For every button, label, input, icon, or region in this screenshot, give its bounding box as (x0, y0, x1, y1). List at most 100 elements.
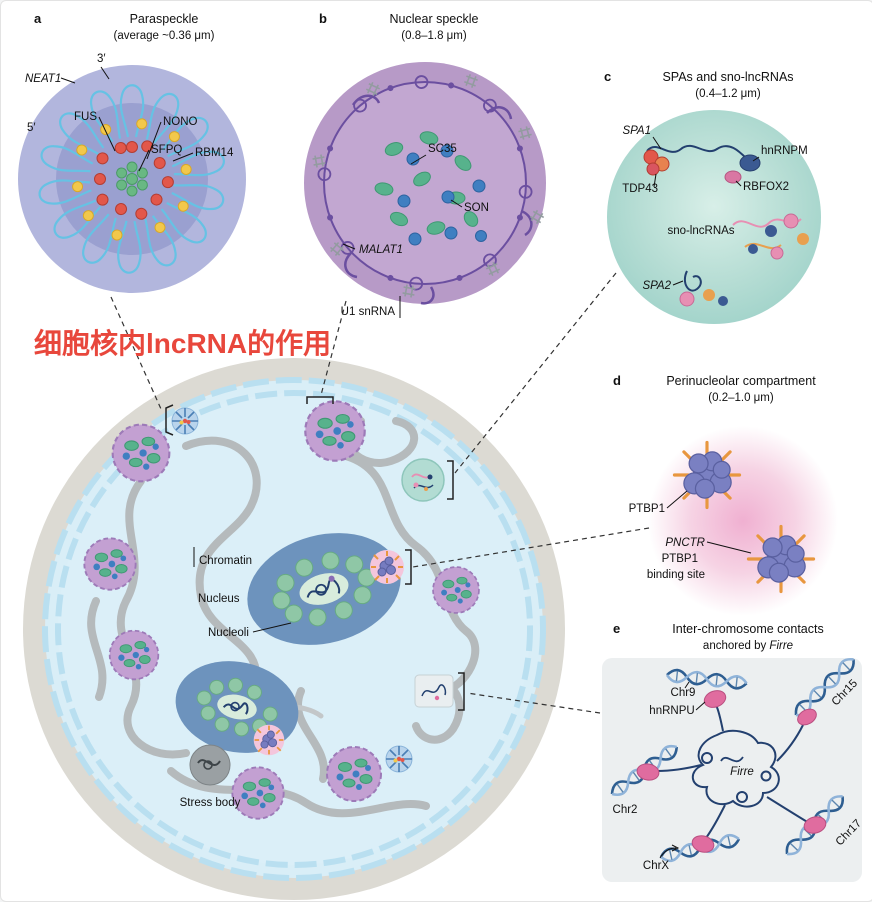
dashed-connectors (110, 272, 650, 714)
hnrnpm-label: hnRNPM (761, 145, 808, 157)
neat1-leader (60, 77, 76, 84)
mini-nuclear-speckle-6 (231, 766, 285, 820)
chr2-label: Chr2 (613, 804, 638, 816)
hnrnpu-label: hnRNPU (649, 705, 694, 717)
sc35-beans (374, 131, 479, 235)
spa2-leader (672, 280, 684, 286)
tdp43-blobs (643, 149, 670, 176)
u1-snrna-label: U1 snRNA (341, 306, 396, 318)
neat1-label: NEAT1 (25, 73, 61, 85)
panel-e-title: Inter-chromosome contacts (672, 622, 823, 636)
son-dots (397, 144, 487, 246)
connector-d (412, 527, 650, 568)
bracket-contact (458, 672, 465, 711)
mini-paraspeckle-2 (385, 745, 413, 773)
hnrnpu-leader (695, 701, 706, 711)
mini-pnc-2 (252, 723, 286, 757)
rbm14-leader (172, 152, 194, 162)
fus-leader (98, 116, 116, 152)
chromatin-strands (87, 417, 480, 818)
chr9-leader (684, 681, 690, 689)
mini-nuclear-speckle-7 (432, 566, 480, 614)
bracket-paraspeckle (165, 404, 174, 436)
rbm14-dots (72, 118, 192, 241)
mini-nuclear-speckle-1 (111, 423, 171, 483)
spa2-label: SPA2 (642, 280, 671, 292)
malat1-label: MALAT1 (359, 244, 403, 256)
mini-spa-body (401, 458, 445, 502)
five-prime-label: 5′ (27, 122, 36, 134)
nucleus-diagram: Chromatin Nucleus Nucleoli Stress body (23, 358, 565, 900)
panel-d-subtitle: (0.2–1.0 μm) (708, 392, 774, 404)
panel-e-subtitle: anchored by Firre (703, 640, 793, 652)
nucleoli-leader (252, 622, 292, 633)
ptbp1-complex-2 (746, 524, 816, 594)
bracket-pnc (405, 549, 412, 585)
connector-e (466, 692, 601, 714)
stress-body (189, 744, 231, 786)
son-leader (450, 199, 463, 208)
mini-nuclear-speckle-3 (83, 537, 137, 591)
caption-cn: 细胞核内lncRNA的作用 (34, 327, 331, 359)
panel-b-letter: b (319, 11, 327, 26)
firre-loop (656, 704, 810, 839)
firre-label: Firre (730, 766, 754, 778)
panel-c-title: SPAs and sno-lncRNAs (662, 70, 793, 84)
panel-e: e Inter-chromosome contacts anchored by … (602, 621, 864, 882)
hnrnpu-blobs (636, 690, 827, 853)
bracket-spa (447, 460, 454, 500)
rbfox2-leader (735, 180, 742, 187)
panel-b: b Nuclear speckle (0.8–1.8 μm) (304, 11, 546, 318)
tdp43-leader (653, 173, 657, 188)
sfpq-label: SFPQ (151, 144, 182, 156)
sno-lncrnas-label: sno-lncRNAs (667, 225, 734, 237)
ptbp1-label: PTBP1 (629, 503, 665, 515)
pnc-glow (648, 426, 838, 616)
nucleoli-label: Nucleoli (208, 627, 249, 639)
panel-e-subtitle-gene: Firre (769, 640, 793, 652)
panel-d-title: Perinucleolar compartment (666, 374, 816, 388)
nucleolus-2-rna-squiggle (222, 702, 249, 715)
panel-e-letter: e (613, 621, 620, 636)
spa1-label: SPA1 (622, 125, 651, 137)
pnctr-label: PNCTR (665, 537, 705, 549)
nucleus-label: Nucleus (198, 593, 240, 605)
mini-pnc-1 (369, 549, 405, 585)
rbm14-label: RBM14 (195, 147, 234, 159)
spa2-structure (679, 270, 728, 307)
fus-label: FUS (74, 111, 97, 123)
sc35-label: SC35 (428, 143, 457, 155)
mini-chromosome-contact (414, 674, 454, 708)
spa1-rna (646, 144, 748, 160)
sc35-leader (410, 154, 427, 165)
target-brackets (165, 396, 465, 711)
pnctr-leader (706, 541, 752, 554)
tdp43-label: TDP43 (622, 183, 658, 195)
nono-label: NONO (163, 116, 198, 128)
chrx-label: ChrX (643, 860, 670, 872)
chromatin-label: Chromatin (199, 555, 252, 567)
nucleolus-1 (247, 533, 401, 645)
connector-c (454, 272, 617, 474)
panel-a-letter: a (34, 11, 42, 26)
nono-leader (146, 121, 162, 160)
rbfox2-blob (724, 170, 742, 184)
panel-b-subtitle: (0.8–1.8 μm) (401, 30, 467, 42)
stress-body-label: Stress body (180, 797, 241, 809)
malat1-leader (342, 243, 356, 250)
nucleolus-1-rna-squiggle (306, 578, 341, 598)
panel-c-letter: c (604, 69, 611, 84)
mini-nuclear-speckle-5 (326, 746, 382, 802)
mini-nuclear-speckle-4 (108, 629, 160, 681)
sfpq-dots (116, 161, 148, 197)
binding-site-label: binding site (647, 569, 705, 581)
three-prime-leader (100, 66, 110, 80)
panel-d: d Perinucleolar compartment (0.2–1.0 μm)… (613, 373, 838, 616)
nucleolus-1-wreath (272, 551, 376, 627)
mini-paraspeckle-1 (171, 407, 199, 435)
hnrnpm-leader (752, 156, 760, 162)
fus-nono-dots (94, 140, 174, 220)
malat1-chain (317, 75, 533, 305)
